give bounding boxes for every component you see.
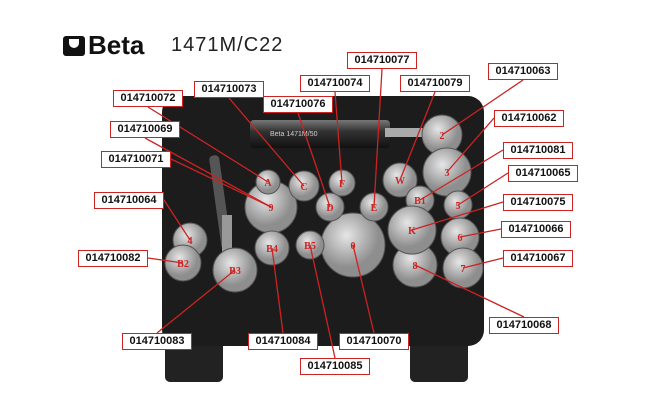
leader-line [147, 257, 184, 264]
disk-letter: 8 [413, 261, 418, 272]
leader-line [156, 269, 236, 334]
part-label-014710081: 014710081 [503, 142, 573, 159]
beta-logo: Beta [63, 30, 144, 61]
disk-letter: 9 [269, 203, 274, 214]
part-label-014710071: 014710071 [101, 151, 171, 168]
leader-line [309, 244, 336, 359]
leader-line [144, 137, 272, 208]
leader-line [334, 91, 343, 184]
disk-letter: B2 [177, 259, 189, 270]
tool-engraving: Beta 1471M/50 [270, 131, 318, 138]
disk-letter: D [326, 203, 333, 214]
tool-adapter [222, 215, 232, 255]
leader-line [170, 158, 272, 208]
part-label-014710065: 014710065 [508, 165, 578, 182]
part-label-014710085: 014710085 [300, 358, 370, 375]
disk-letter: B1 [414, 196, 426, 207]
disk-letter: B3 [229, 266, 241, 277]
model-number: 1471M/C22 [171, 34, 284, 56]
part-label-014710075: 014710075 [503, 194, 573, 211]
leader-line [414, 264, 525, 318]
disk-letter: W [395, 176, 405, 187]
disk-letter: K [408, 226, 416, 237]
part-label-014710079: 014710079 [400, 75, 470, 92]
leader-line [163, 199, 191, 241]
part-label-014710074: 014710074 [300, 75, 370, 92]
part-label-014710062: 014710062 [494, 110, 564, 127]
part-label-014710083: 014710083 [122, 333, 192, 350]
leader-line [457, 172, 509, 206]
leader-line [419, 149, 504, 201]
disk-letter: 2 [440, 131, 445, 142]
part-label-014710072: 014710072 [113, 90, 183, 107]
part-label-014710084: 014710084 [248, 333, 318, 350]
leader-line [411, 201, 504, 231]
leader-line [271, 247, 284, 334]
part-label-014710070: 014710070 [339, 333, 409, 350]
part-label-014710076: 014710076 [263, 96, 333, 113]
tool-cylinder [250, 120, 390, 148]
disk-letter: F [339, 179, 345, 190]
disk-letter: C [300, 182, 307, 193]
wrench-logo-icon [63, 35, 85, 56]
part-label-014710073: 014710073 [194, 81, 264, 98]
leader-line [373, 68, 383, 208]
part-label-014710067: 014710067 [503, 250, 573, 267]
part-label-014710066: 014710066 [501, 221, 571, 238]
part-label-014710068: 014710068 [489, 317, 559, 334]
disk-letter: 5 [456, 201, 461, 212]
leader-line [352, 244, 375, 334]
leader-line [446, 117, 495, 173]
part-label-014710082: 014710082 [78, 250, 148, 267]
disk-letter: 6 [458, 233, 463, 244]
disk-letter: 7 [461, 264, 466, 275]
leader-line [297, 112, 331, 208]
leader-lines [144, 68, 525, 359]
disk-letter: 4 [188, 236, 193, 247]
disk-letter: E [371, 203, 378, 214]
part-label-014710064: 014710064 [94, 192, 164, 209]
leader-line [441, 79, 524, 136]
leader-line [399, 91, 436, 181]
leader-line [228, 97, 305, 187]
part-label-014710063: 014710063 [488, 63, 558, 80]
part-label-014710069: 014710069 [110, 121, 180, 138]
leader-line [459, 228, 502, 238]
brand-name: Beta [88, 30, 145, 60]
tool-spindle [385, 128, 440, 137]
disk-letter: 3 [445, 168, 450, 179]
leader-line [462, 257, 504, 269]
leader-line [147, 106, 269, 183]
part-label-014710077: 014710077 [347, 52, 417, 69]
disk-letter: A [264, 178, 272, 189]
